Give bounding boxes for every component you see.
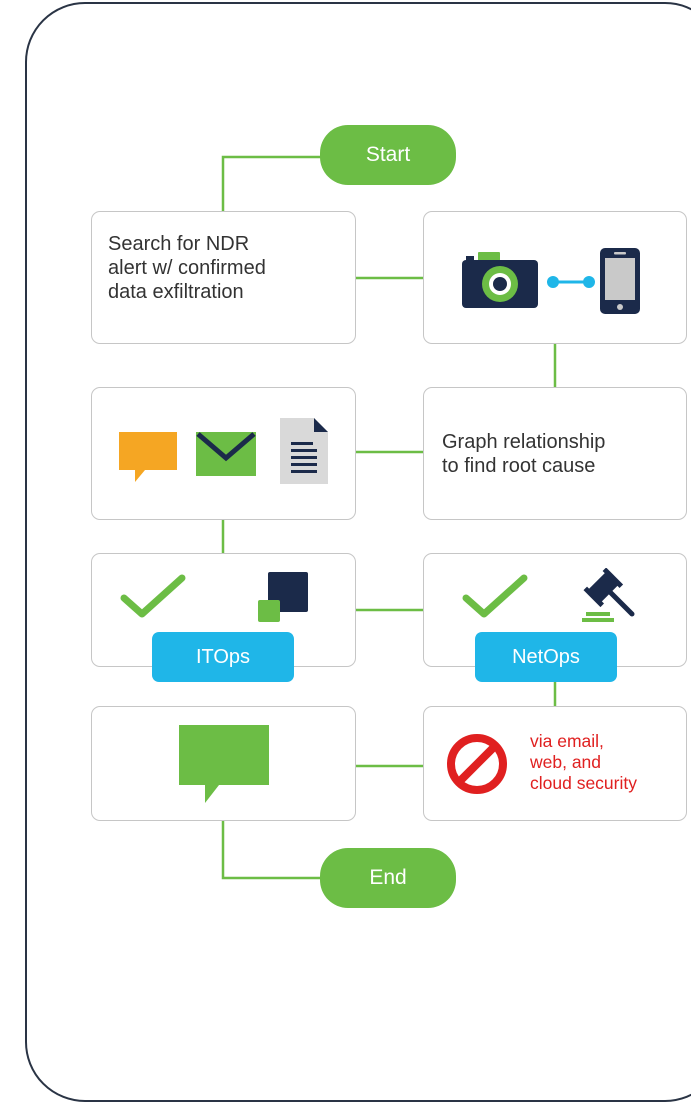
chat-bubble-icon [179, 725, 269, 803]
chat-bubble-icon [119, 432, 177, 482]
itops-tag: ITOps [152, 632, 294, 682]
app-squares-icon [258, 572, 308, 622]
mobile-phone-icon [600, 248, 640, 314]
start-node: Start [320, 125, 456, 185]
block-card: via email, web, and cloud security [423, 706, 687, 821]
netops-tag: NetOps [475, 632, 617, 682]
communications-card [91, 387, 356, 520]
graph-step-text: Graph relationship to find root cause [442, 431, 606, 477]
device-card [423, 211, 687, 344]
email-envelope-icon [196, 432, 256, 476]
graph-card: Graph relationship to find root cause [423, 387, 687, 520]
link-icon [547, 276, 595, 288]
search-step-text: Search for NDR alert w/ confirmed data e… [108, 233, 266, 303]
search-card: Search for NDR alert w/ confirmed data e… [91, 211, 356, 344]
chat-card [91, 706, 356, 821]
block-step-text: via email, web, and cloud security [530, 731, 637, 793]
checkmark-icon [462, 574, 528, 618]
connector-start-to-search [221, 155, 322, 212]
block-prohibited-icon [447, 734, 507, 794]
connector-chat-to-end [221, 820, 322, 880]
flow-connectors [221, 155, 557, 880]
document-icon [280, 418, 328, 484]
end-node: End [320, 848, 456, 908]
checkmark-icon [120, 574, 186, 618]
camera-icon [462, 252, 538, 308]
gavel-icon [582, 568, 635, 622]
